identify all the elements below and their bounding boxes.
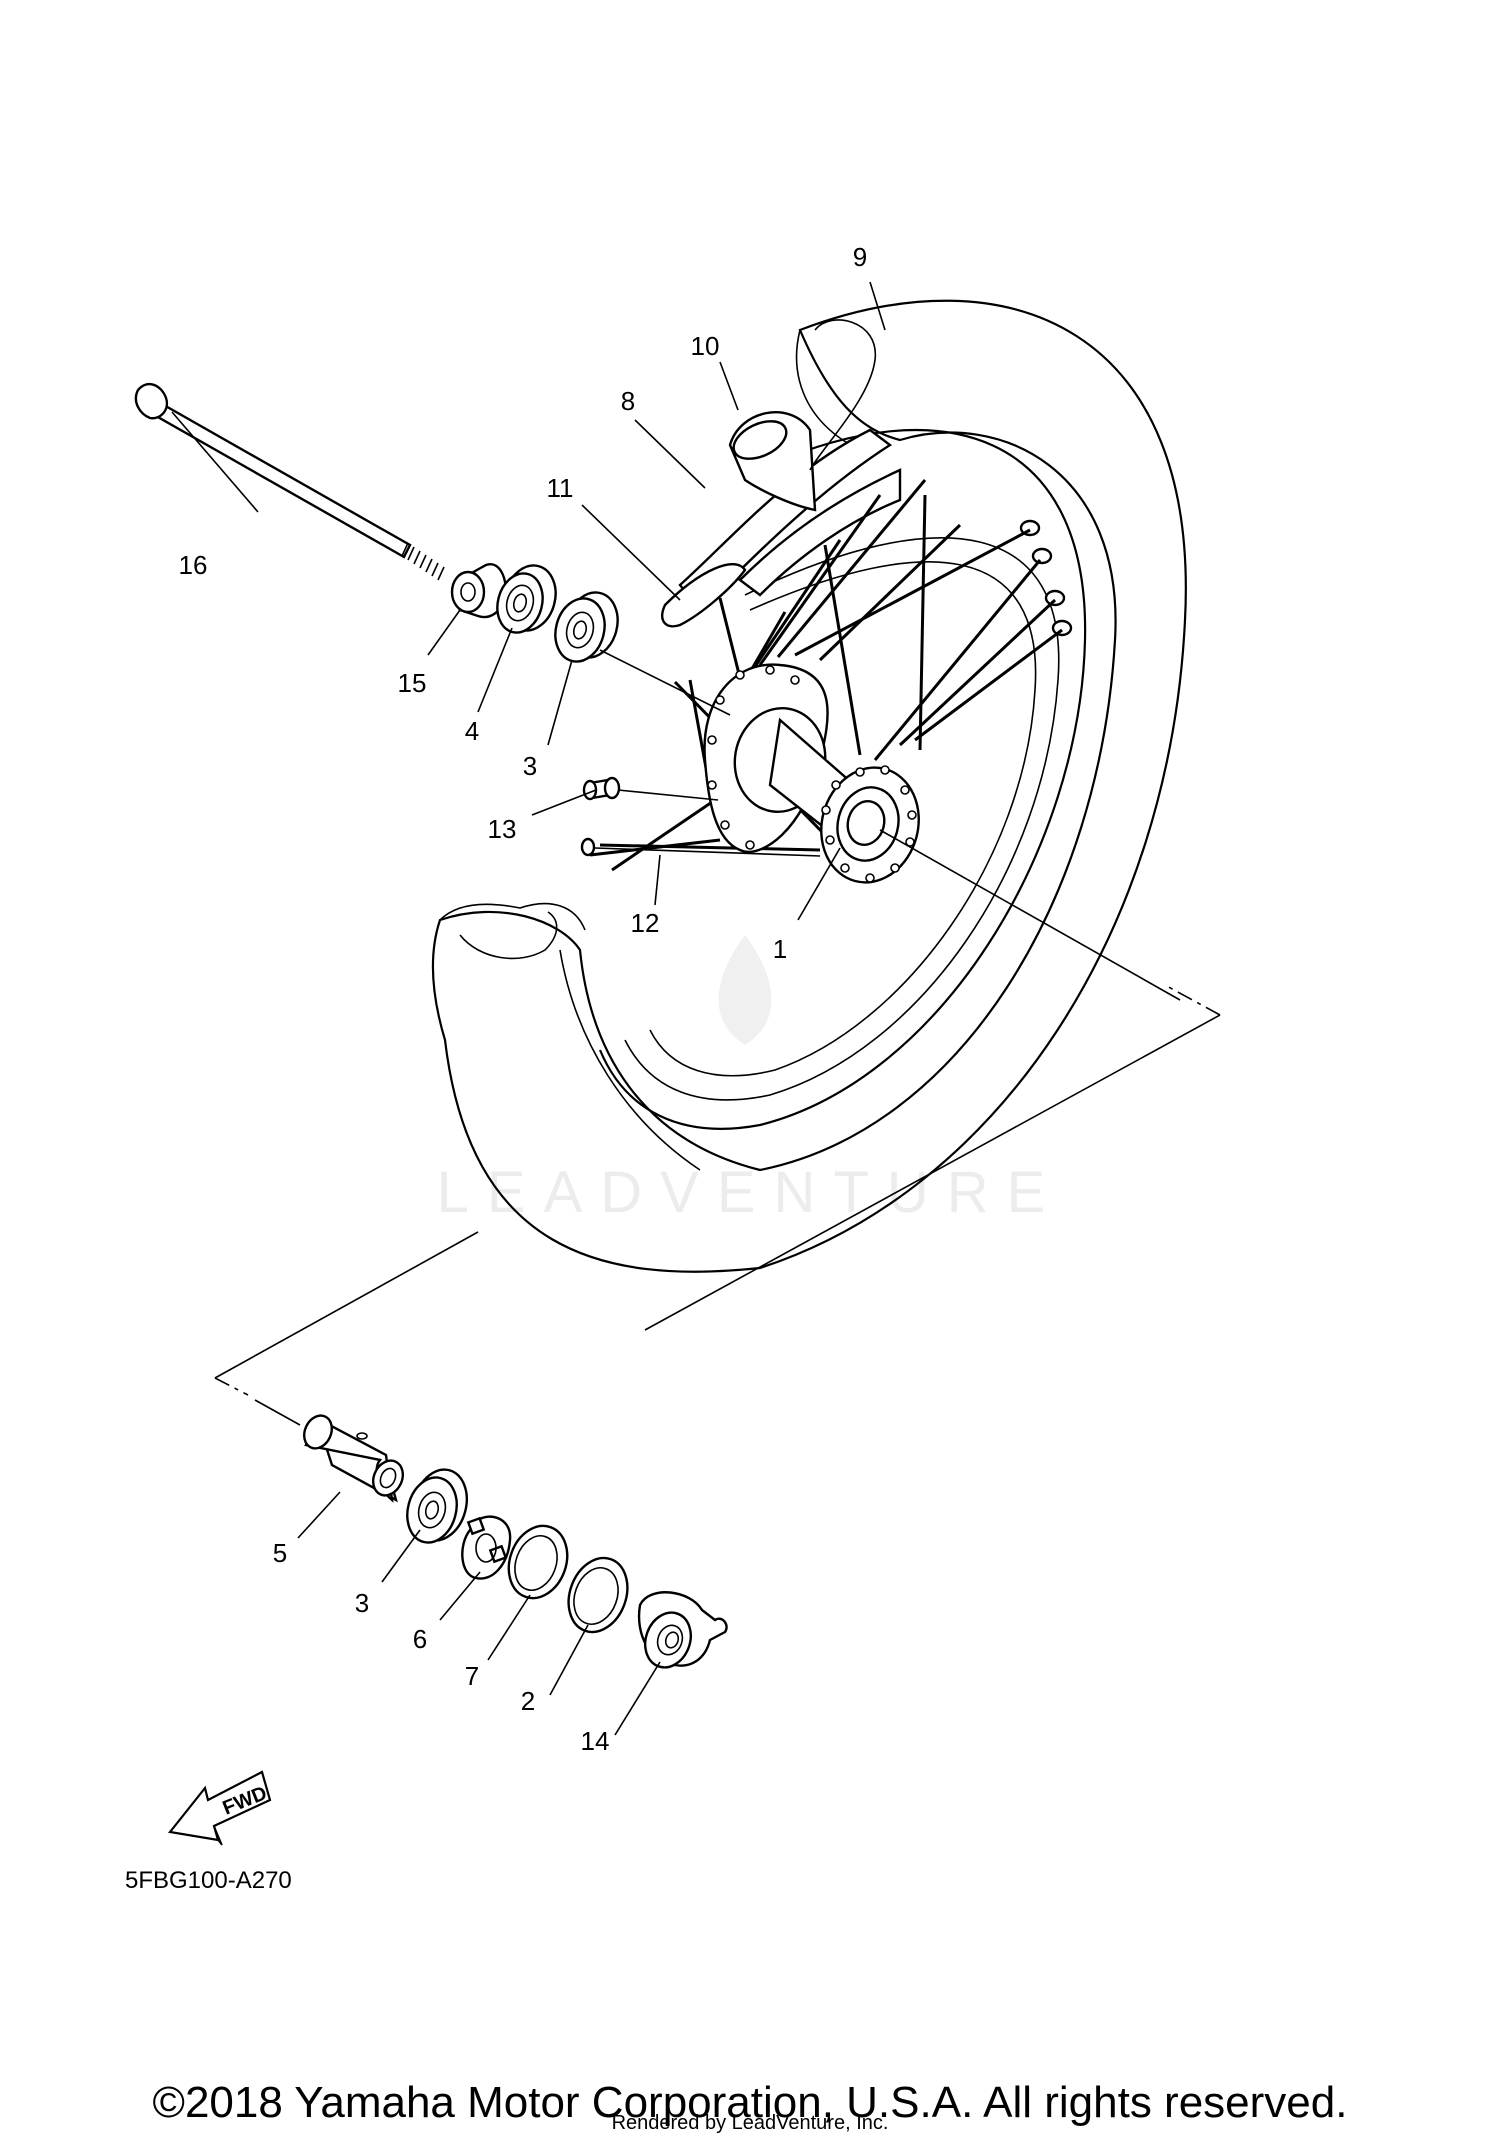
- tire: [431, 299, 1187, 1273]
- tube: [728, 319, 876, 512]
- callout-9: 9: [853, 242, 867, 272]
- fwd-arrow: FWD: [167, 1770, 272, 1846]
- bearing-lower: [406, 1468, 468, 1544]
- axle-spacer: [303, 1414, 404, 1503]
- valve-strip: [661, 563, 747, 628]
- watermark: LEADVENTURE: [437, 935, 1064, 1225]
- watermark-text: LEADVENTURE: [437, 1160, 1064, 1225]
- spoke-nipples: [1019, 519, 1073, 637]
- callout-12: 12: [631, 908, 660, 938]
- copyright-notice: ©2018 Yamaha Motor Corporation, U.S.A. A…: [152, 2078, 1348, 2127]
- nipple-spare: [580, 837, 596, 857]
- callout-16: 16: [179, 550, 208, 580]
- callout-10: 10: [691, 331, 720, 361]
- callout-11: 11: [547, 473, 574, 503]
- speedometer-gear-unit: [637, 1591, 728, 1669]
- callout-3-upper: 3: [523, 751, 537, 781]
- spokes: [589, 479, 1063, 872]
- rendered-by-notice: Rendered by LeadVenture, Inc.: [611, 2112, 889, 2134]
- callout-numbers: 1 2 3 3 4 5 6 7 8 9 10 11 12 13 14 15 16: [179, 242, 868, 1756]
- fwd-label: FWD: [220, 1782, 270, 1819]
- callout-8: 8: [621, 386, 635, 416]
- diagram-code: 5FBG100-A270: [125, 1867, 292, 1894]
- rim: [598, 428, 1087, 1130]
- callout-7: 7: [465, 1661, 479, 1691]
- callout-3-lower: 3: [355, 1588, 369, 1618]
- callout-14: 14: [581, 1726, 610, 1756]
- bearing-upper: [554, 591, 619, 663]
- callout-1: 1: [773, 934, 787, 964]
- callout-6: 6: [413, 1624, 427, 1654]
- callout-5: 5: [273, 1538, 287, 1568]
- meter-clutch: [461, 1515, 512, 1580]
- oil-seal-lower: [567, 1556, 629, 1634]
- washer: [507, 1524, 569, 1600]
- hub-bolt: [582, 776, 621, 801]
- axle: [134, 382, 445, 581]
- leader-lines: [171, 281, 886, 1736]
- oil-seal: [496, 564, 557, 634]
- hub: [703, 663, 920, 884]
- callout-2: 2: [521, 1686, 535, 1716]
- callout-15: 15: [398, 668, 427, 698]
- assembly-lines: [214, 649, 1221, 1426]
- callout-13: 13: [488, 814, 517, 844]
- collar: [450, 563, 507, 619]
- callout-4: 4: [465, 716, 479, 746]
